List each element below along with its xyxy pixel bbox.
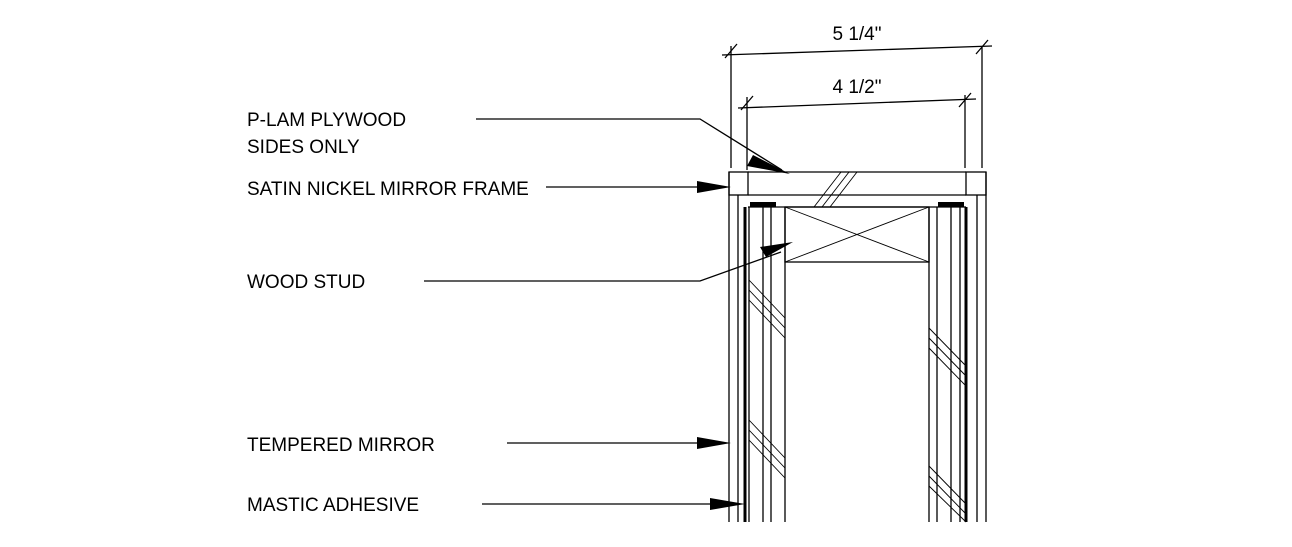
callout-mirror-frame: SATIN NICKEL MIRROR FRAME [247,179,731,200]
hatch-left-upper [748,279,786,339]
hatch-right-lower [928,465,967,523]
dimension-outer: 5 1/4" [721,24,993,168]
dimension-inner-label: 4 1/2" [832,77,881,98]
hatch-left-lower [748,419,786,479]
arrowhead [747,155,790,174]
arrowhead [697,437,731,449]
wood-stud-block [784,206,930,263]
callout-plywood-line1: P-LAM PLYWOOD [247,110,406,131]
callout-mastic-adhesive-label: MASTIC ADHESIVE [247,495,419,516]
arrowhead [710,498,745,510]
callout-mastic-adhesive: MASTIC ADHESIVE [247,495,745,516]
fastener-left [750,202,776,207]
callout-plywood-line2: SIDES ONLY [247,137,360,158]
callout-mirror-frame-label: SATIN NICKEL MIRROR FRAME [247,179,529,200]
callout-wood-stud-label: WOOD STUD [247,272,365,293]
callout-wood-stud: WOOD STUD [247,242,793,293]
callout-tempered-mirror-label: TEMPERED MIRROR [247,435,435,456]
arrowhead [697,181,731,193]
arrowhead [760,242,793,257]
hatch-right-upper [928,327,967,387]
fastener-right [938,202,964,207]
callout-tempered-mirror: TEMPERED MIRROR [247,435,731,456]
dimension-outer-label: 5 1/4" [832,24,881,45]
mirror-frame-left [728,171,749,196]
mirror-frame-right [965,171,987,196]
section-body [728,171,987,523]
callout-plywood: P-LAM PLYWOOD SIDES ONLY [247,110,790,174]
dimension-inner: 4 1/2" [737,77,977,170]
